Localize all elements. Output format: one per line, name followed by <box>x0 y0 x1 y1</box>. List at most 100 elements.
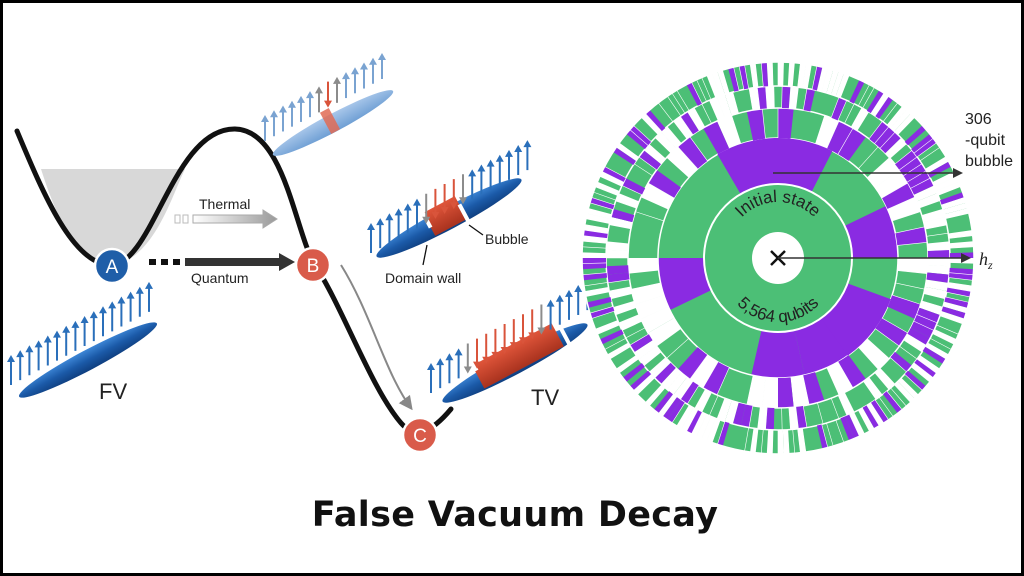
qubit-segment <box>629 125 652 146</box>
qubit-segment <box>613 147 637 166</box>
segment-divider <box>749 63 754 88</box>
segment-divider <box>656 328 682 347</box>
segment-divider <box>936 324 959 335</box>
qubit-segment <box>914 185 938 202</box>
segment-divider <box>897 117 915 135</box>
segment-divider <box>781 407 783 430</box>
spin-down-arrow <box>509 319 518 350</box>
segment-divider <box>676 90 690 111</box>
qubit-segment <box>862 405 880 429</box>
qubit-segment <box>694 389 712 413</box>
qubit-segment <box>589 306 615 319</box>
qubit-segment <box>903 334 927 353</box>
qubit-segment <box>599 329 624 345</box>
qubit-segment <box>943 301 968 314</box>
domain-wall-pointer <box>422 244 428 266</box>
segment-divider <box>748 405 754 428</box>
spin-up-arrow <box>16 350 25 381</box>
qubit-segment <box>870 93 889 117</box>
qubit-segment <box>914 359 937 378</box>
segment-divider <box>821 68 829 92</box>
spin-up-arrow <box>477 164 486 195</box>
qubit-segment <box>917 355 940 374</box>
segment-divider <box>781 86 783 109</box>
segment-divider <box>821 424 829 448</box>
segment-divider <box>676 405 690 426</box>
segment-divider <box>638 156 657 171</box>
thermal-arrow <box>174 209 278 229</box>
qubit-segment <box>897 258 928 274</box>
segment-divider <box>837 361 854 389</box>
qubit-segment <box>667 372 687 395</box>
segment-divider <box>914 362 934 378</box>
qubit-segment <box>658 258 712 311</box>
qubit-segment <box>816 424 828 449</box>
spin-up-arrow <box>288 100 296 127</box>
qubit-segment <box>890 109 911 132</box>
segment-divider <box>890 357 907 373</box>
qubit-segment <box>750 63 759 88</box>
qubit-segment <box>796 405 807 429</box>
qubit-segment <box>622 363 645 383</box>
spin-up-arrow <box>279 105 287 132</box>
qubit-segment <box>703 361 730 396</box>
qubit-segment <box>654 132 676 154</box>
qubit-segment <box>762 377 778 408</box>
segment-divider <box>927 264 950 267</box>
barrier-spin-chain <box>261 52 394 156</box>
segment-divider <box>934 176 957 187</box>
segment-divider <box>858 346 879 370</box>
segment-divider <box>584 224 609 229</box>
qubit-segment <box>926 272 950 283</box>
qubit-segment <box>875 169 908 198</box>
qubit-segment <box>934 176 959 192</box>
qubit-segment <box>717 69 730 95</box>
spin-up-arrow <box>135 286 144 317</box>
qubit-segment <box>816 67 828 92</box>
segment-divider <box>919 147 940 162</box>
segment-divider <box>701 103 712 124</box>
fv-spin-chain <box>7 281 158 398</box>
qubit-segment <box>610 208 635 223</box>
segment-divider <box>701 77 712 100</box>
segment-divider <box>716 97 726 118</box>
spin-up-arrow <box>514 144 523 175</box>
segment-divider <box>671 92 686 114</box>
spin-up-arrow <box>117 296 126 327</box>
spin-up-arrow <box>145 281 153 312</box>
qubit-segment <box>582 258 607 264</box>
qubit-segment <box>648 169 681 198</box>
segment-divider <box>633 125 652 142</box>
qubit-segment <box>634 340 657 360</box>
segment-divider <box>583 229 608 234</box>
spin-down-arrow <box>491 328 500 359</box>
spin-down-arrow <box>459 174 467 205</box>
segment-divider <box>946 291 971 298</box>
figure-title: False Vacuum Decay <box>311 495 719 535</box>
segment-divider <box>717 421 726 445</box>
qubit-segment <box>849 412 865 437</box>
segment-divider <box>666 126 682 144</box>
qubit-segment <box>849 79 865 104</box>
qubit-segment <box>881 183 916 210</box>
qubit-segment <box>858 407 875 432</box>
spin-up-arrow <box>108 301 117 332</box>
field-arrow-head <box>961 253 971 263</box>
spin-up-arrow <box>342 72 350 99</box>
qubit-segment <box>837 392 855 416</box>
qubit-segment <box>838 355 867 388</box>
segment-divider <box>926 232 949 237</box>
qubit-segment <box>883 391 903 414</box>
qubit-segment <box>778 429 784 454</box>
qubit-segment <box>880 132 902 154</box>
qubit-segment <box>629 334 653 353</box>
segment-divider <box>760 62 764 87</box>
segment-divider <box>589 202 614 210</box>
qubit-segment <box>606 265 629 275</box>
qubit-segment <box>640 306 675 333</box>
segment-divider <box>604 338 627 350</box>
spin-down-arrow <box>449 179 458 210</box>
qubit-segment <box>751 330 805 379</box>
qubit-segment <box>595 181 620 196</box>
spin-up-arrow <box>468 169 477 200</box>
